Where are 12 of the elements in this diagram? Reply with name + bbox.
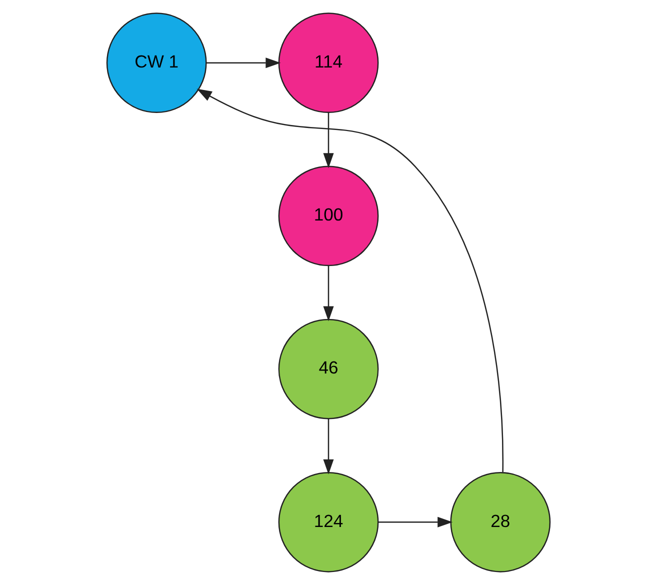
arrow — [206, 58, 281, 68]
node-circle: CW 1 — [106, 12, 207, 114]
node-circle: 46 — [278, 318, 379, 420]
node-circle: 114 — [278, 12, 379, 114]
node-circle: 100 — [278, 166, 379, 266]
arrow — [323, 112, 334, 168]
arrow — [323, 266, 334, 322]
arrow — [196, 88, 504, 472]
node-circle: 124 — [278, 472, 379, 572]
node-circle: 28 — [450, 472, 551, 572]
arrow — [323, 418, 334, 474]
arrow — [378, 516, 453, 528]
